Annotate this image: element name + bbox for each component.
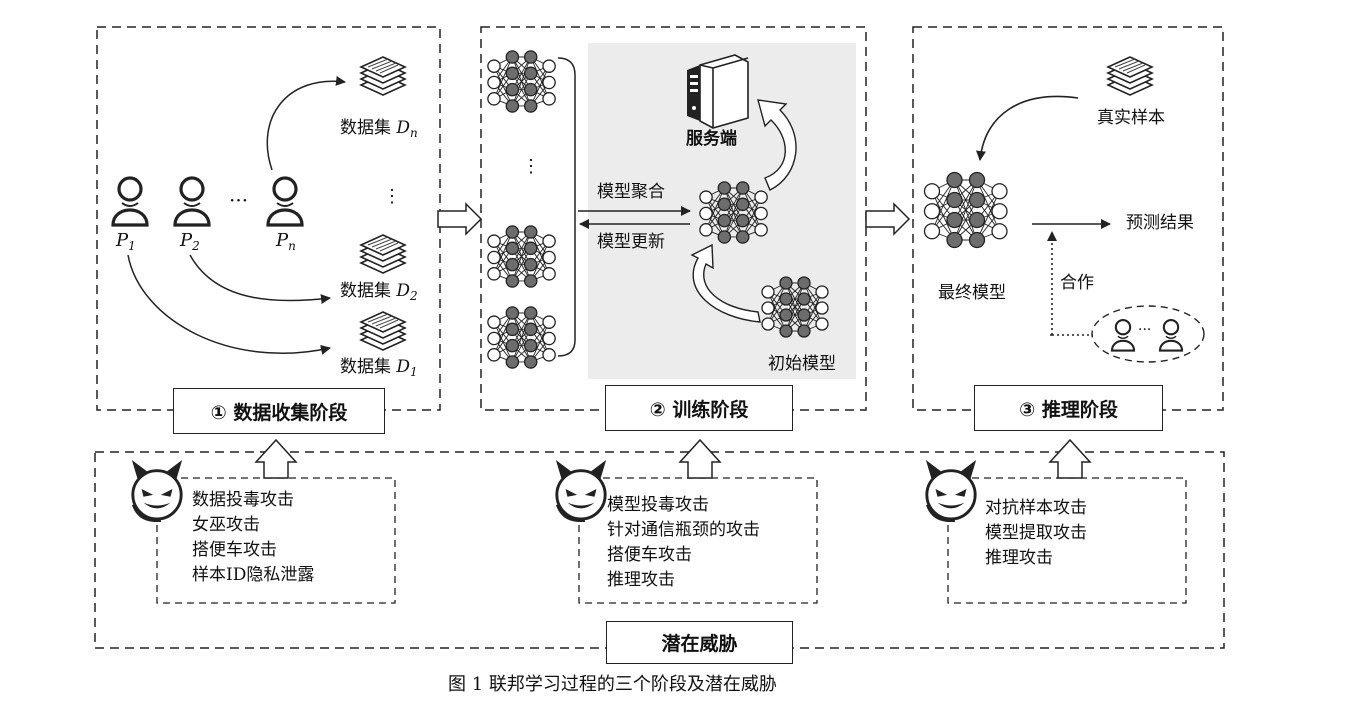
attacker-icon	[129, 458, 185, 522]
participants-ellipsis: ···	[229, 188, 249, 212]
participant-label-n: Pn	[276, 230, 296, 253]
update-label: 模型更新	[597, 232, 665, 252]
threat-item: 搭便车攻击	[607, 545, 692, 565]
threat-item: 搭便车攻击	[192, 540, 277, 560]
threat-item: 针对通信瓶颈的攻击	[607, 520, 760, 540]
dataset-label-2: 数据集 D2	[340, 281, 418, 303]
cooperation-arrow	[1050, 232, 1052, 336]
collaborator-icon	[1110, 319, 1136, 352]
attacker-icon	[553, 458, 609, 522]
dataset-icon	[360, 56, 406, 96]
samples-to-model-arrow	[976, 95, 1079, 161]
threat-item: 推理攻击	[985, 548, 1053, 568]
figure-caption: 图 1 联邦学习过程的三个阶段及潜在威胁	[448, 674, 777, 695]
stage1-label: ① 数据收集阶段	[173, 388, 385, 434]
aggregate-label: 模型聚合	[597, 182, 665, 202]
initial-model-label: 初始模型	[768, 354, 836, 374]
threat2-box	[578, 477, 818, 604]
threat-list-stage1: 数据投毒攻击 女巫攻击 搭便车攻击 样本ID隐私泄露	[192, 488, 314, 588]
threat3-box	[947, 477, 1187, 604]
arrow-pn-dn	[266, 75, 346, 171]
real-samples-label: 真实样本	[1097, 108, 1165, 128]
threat-box	[94, 451, 1225, 649]
participant-label-1: P1	[116, 230, 136, 253]
threat-item: 模型投毒攻击	[607, 495, 709, 515]
threat-item: 女巫攻击	[192, 515, 260, 535]
neural-network-icon	[487, 225, 556, 288]
participant-icon	[173, 176, 211, 227]
collaborator-icon	[1158, 319, 1184, 352]
final-model-label: 最终模型	[938, 283, 1006, 303]
participant-label-2: P2	[180, 230, 200, 253]
threat-item: 数据投毒攻击	[192, 490, 294, 510]
neural-network-icon	[487, 50, 556, 113]
server-icon	[687, 54, 749, 129]
arrow-p1-d1	[127, 254, 331, 355]
prediction-label: 预测结果	[1126, 213, 1194, 233]
dataset-icon	[360, 234, 406, 274]
init-to-server-arrow	[757, 99, 797, 191]
dataset-label-n: 数据集 Dn	[340, 118, 418, 140]
attacker-icon	[923, 458, 979, 522]
stage-arrow-2-3	[865, 202, 911, 236]
neural-network-icon	[923, 171, 1008, 249]
threat-arrow-1	[254, 438, 298, 479]
threat-item: 推理攻击	[607, 570, 675, 590]
client-bracket	[557, 57, 576, 357]
stage1-box	[96, 26, 441, 411]
threat1-box	[156, 477, 396, 604]
threat-arrow-3	[1048, 438, 1092, 479]
cooperation-label: 合作	[1060, 273, 1094, 293]
neural-network-icon	[487, 306, 556, 369]
dataset-icon	[360, 311, 406, 351]
threat-list-stage2: 模型投毒攻击 针对通信瓶颈的攻击 搭便车攻击 推理攻击	[607, 493, 760, 593]
server-label: 服务端	[686, 129, 737, 149]
collaborators-ellipse	[1091, 305, 1205, 363]
threat-item: 样本ID隐私泄露	[192, 565, 315, 585]
stage2-label: ② 训练阶段	[605, 385, 793, 431]
participant-icon	[266, 176, 304, 227]
threat-item: 模型提取攻击	[985, 523, 1087, 543]
real-samples-icon	[1107, 56, 1153, 96]
neural-network-icon	[699, 181, 768, 244]
neural-network-icon	[761, 276, 829, 338]
stage3-label: ③ 推理阶段	[974, 385, 1163, 431]
threat-list-stage3: 对抗样本攻击 模型提取攻击 推理攻击	[985, 496, 1087, 571]
collaborators-ellipsis: ···	[1138, 322, 1152, 338]
threat-item: 对抗样本攻击	[985, 498, 1087, 518]
datasets-ellipsis: ⋮	[383, 186, 401, 207]
dataset-label-1: 数据集 D1	[340, 357, 418, 379]
neural-network-icons	[487, 50, 1008, 369]
participant-icon	[111, 176, 149, 227]
clients-ellipsis: ⋮	[522, 156, 540, 177]
arrow-p2-d2	[189, 254, 331, 305]
init-to-agg-arrow	[690, 243, 761, 323]
stage-arrow-1-2	[437, 202, 483, 236]
threat-arrow-2	[678, 438, 722, 479]
threat-label: 潜在威胁	[606, 621, 793, 664]
